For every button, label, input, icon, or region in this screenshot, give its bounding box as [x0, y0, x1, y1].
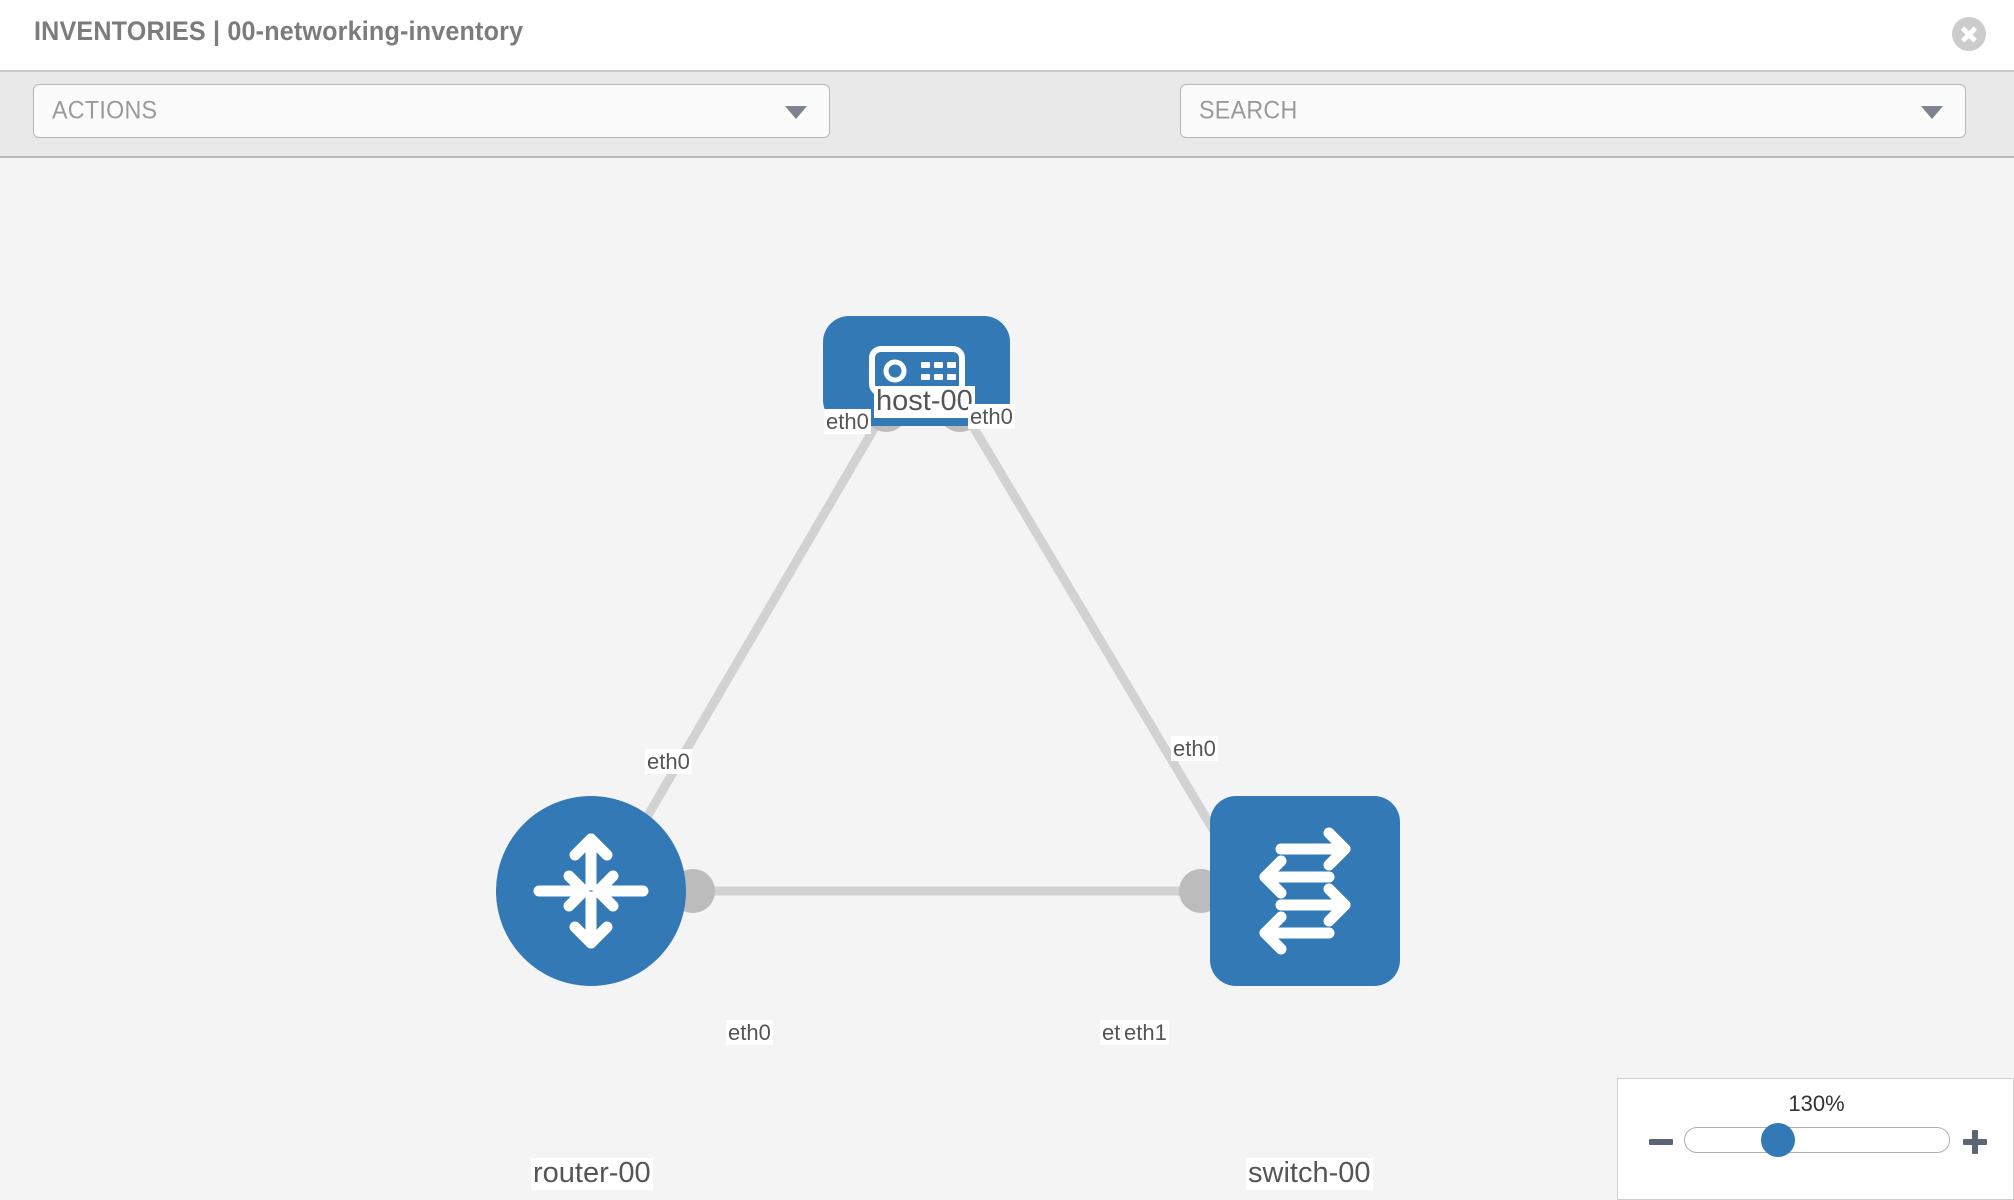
close-icon[interactable]	[1952, 17, 1986, 51]
zoom-out-button[interactable]	[1646, 1127, 1676, 1157]
zoom-control-panel: 130%	[1617, 1078, 2014, 1200]
search-input[interactable]: SEARCH	[1180, 84, 1966, 138]
zoom-slider-track[interactable]	[1684, 1127, 1950, 1153]
zoom-slider-thumb[interactable]	[1761, 1123, 1795, 1157]
page-title: INVENTORIES | 00-networking-inventory	[34, 16, 524, 46]
search-placeholder: SEARCH	[1199, 96, 1298, 125]
edge-host-router	[612, 405, 890, 873]
node-router-00[interactable]	[496, 796, 686, 986]
window-header: INVENTORIES | 00-networking-inventory	[0, 0, 2014, 70]
switch-arrows-icon	[1259, 827, 1351, 955]
node-host-00[interactable]	[823, 316, 1010, 426]
zoom-in-button[interactable]	[1960, 1127, 1990, 1157]
topology-edges	[612, 388, 1257, 913]
toolbar: ACTIONS SEARCH	[0, 70, 2014, 206]
zoom-level-label: 130%	[1788, 1091, 1845, 1116]
chevron-down-icon	[1921, 106, 1943, 119]
actions-dropdown[interactable]: ACTIONS	[33, 84, 830, 138]
actions-dropdown-label: ACTIONS	[52, 96, 158, 125]
edge-host-switch	[958, 405, 1234, 861]
chevron-down-icon	[785, 106, 807, 119]
topology-canvas[interactable]: host-00 router-00 switch-00 eth0 eth0 et…	[0, 158, 2014, 1200]
node-switch-00[interactable]	[1210, 796, 1400, 986]
four-way-arrow-icon	[533, 833, 649, 949]
server-icon	[868, 346, 965, 396]
